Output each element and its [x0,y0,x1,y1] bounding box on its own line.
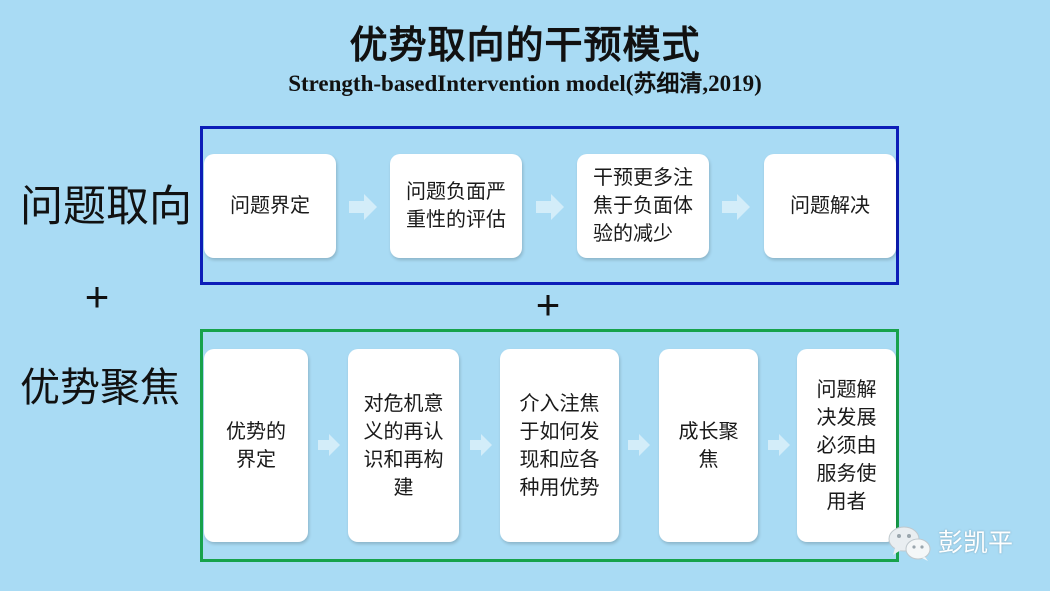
wechat-icon [888,524,932,562]
plus-sign-center: + [535,281,561,328]
right-arrow-icon [536,194,564,220]
slide-subtitle: Strength-basedIntervention model(苏细清,201… [288,71,762,96]
slide-title: 优势取向的干预模式 [349,25,701,67]
problem-orientation-label: 问题取向 [20,183,192,231]
problem-step-text: 问题负面严重性的评估 [406,181,506,231]
strength-step-card: 优势的界定 [204,349,308,542]
problem-step-card: 问题负面严重性的评估 [390,154,522,258]
strength-step-card: 成长聚焦 [659,349,758,542]
watermark-text: 彭凯平 [938,529,1014,557]
problem-step-card: 干预更多注焦于负面体验的减少 [577,154,709,258]
strength-step-card: 介入注焦于如何发现和应各种用优势 [500,349,619,542]
right-arrow-icon [349,194,377,220]
problem-step-card: 问题解决 [764,154,896,258]
right-arrow-icon [628,434,650,456]
strength-step-text: 问题解决发展必须由服务使用者 [816,378,877,513]
right-arrow-icon [768,434,790,456]
strength-flow-frame [200,329,899,562]
strength-step-card: 问题解决发展必须由服务使用者 [797,349,896,542]
strength-step-text: 优势的界定 [226,420,286,471]
problem-step-text: 问题界定 [230,195,310,217]
strength-step-text: 介入注焦于如何发现和应各种用优势 [519,392,600,499]
problem-step-text: 干预更多注焦于负面体验的减少 [593,167,693,245]
right-arrow-icon [318,434,340,456]
right-arrow-icon [470,434,492,456]
problem-step-text: 问题解决 [790,195,870,217]
plus-sign-left: + [84,273,110,320]
strength-step-card: 对危机意义的再认识和再构建 [348,349,459,542]
right-arrow-icon [722,194,750,220]
strength-focus-label: 优势聚焦 [20,366,180,410]
problem-flow-frame [200,126,899,285]
problem-step-card: 问题界定 [204,154,336,258]
strength-step-text: 对危机意义的再认识和再构建 [363,392,444,499]
strength-step-text: 成长聚焦 [678,420,739,471]
